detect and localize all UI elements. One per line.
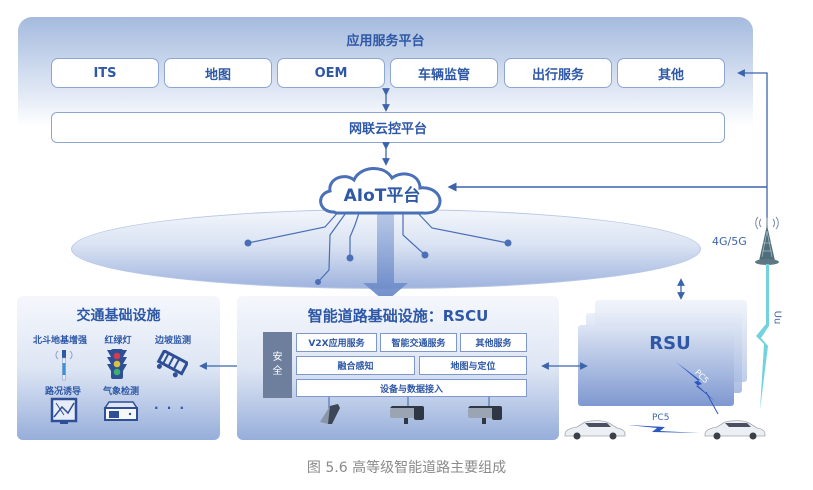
item-label: 北斗地基增强	[32, 336, 87, 346]
rscu-title: 智能道路基础设施：RSCU	[307, 307, 489, 325]
traffic-infrastructure-title: 交通基础设施	[76, 308, 161, 324]
camera-icon	[390, 406, 424, 424]
node-dot	[421, 251, 429, 259]
antenna-icon	[55, 350, 73, 381]
node-dot	[346, 254, 354, 262]
layer-map-positioning[interactable]: 地图与定位	[419, 356, 527, 375]
weather-station-icon	[103, 401, 139, 421]
aiot-platform-label[interactable]: AIoT平台	[343, 186, 421, 206]
figure-caption: 图 5.6 高等级智能道路主要组成	[306, 460, 507, 476]
service-oem[interactable]: OEM	[277, 58, 385, 88]
slope-monitor-icon	[156, 350, 188, 378]
node-dot	[504, 239, 512, 247]
layer-device-data-access[interactable]: 设备与数据接入	[296, 379, 527, 397]
item-label: 红绿灯	[104, 336, 132, 346]
item-label: 边坡监测	[154, 336, 191, 346]
security-char: 全	[272, 366, 283, 377]
pc5-rsu-link-icon	[676, 362, 716, 402]
item-label: 气象检测	[102, 387, 139, 397]
more-icon: · · ·	[153, 401, 187, 415]
uu-wireless-link-icon	[756, 264, 769, 410]
layer-fusion-perception[interactable]: 融合感知	[296, 356, 415, 375]
security-layer: 安 全	[263, 332, 292, 398]
node-dot	[244, 239, 252, 247]
application-platform-title: 应用服务平台	[346, 34, 425, 49]
service-its[interactable]: ITS	[51, 58, 159, 88]
road-guidance-icon	[50, 397, 78, 424]
pc5-v2v-link-icon	[628, 425, 700, 433]
down-arrow	[363, 205, 408, 302]
service-mobility[interactable]: 出行服务	[504, 58, 612, 88]
layer-v2x-service[interactable]: V2X应用服务	[296, 333, 377, 352]
cell-tower-icon	[755, 216, 779, 265]
cellular-label: 4G/5G	[712, 235, 747, 248]
cellular-link-line	[737, 69, 768, 218]
car-icon	[564, 420, 626, 440]
service-vehicle-supervision[interactable]: 车辆监管	[390, 58, 498, 88]
security-char: 安	[272, 352, 283, 363]
pc5-v2v-label: PC5	[652, 413, 670, 423]
cloud-icon	[319, 167, 442, 215]
service-map[interactable]: 地图	[164, 58, 272, 88]
camera-icon	[468, 406, 502, 424]
service-other[interactable]: 其他	[617, 58, 725, 88]
layer-other-service[interactable]: 其他服务	[460, 333, 527, 352]
radar-icon	[320, 404, 340, 424]
car-icon	[704, 420, 766, 440]
layer-its-service[interactable]: 智能交通服务	[380, 333, 457, 352]
node-dot	[315, 279, 321, 285]
rsu-layer-front	[578, 325, 734, 406]
rsu-label[interactable]: RSU	[649, 333, 691, 354]
traffic-light-icon	[107, 349, 127, 379]
item-label: 路况诱导	[44, 387, 81, 397]
